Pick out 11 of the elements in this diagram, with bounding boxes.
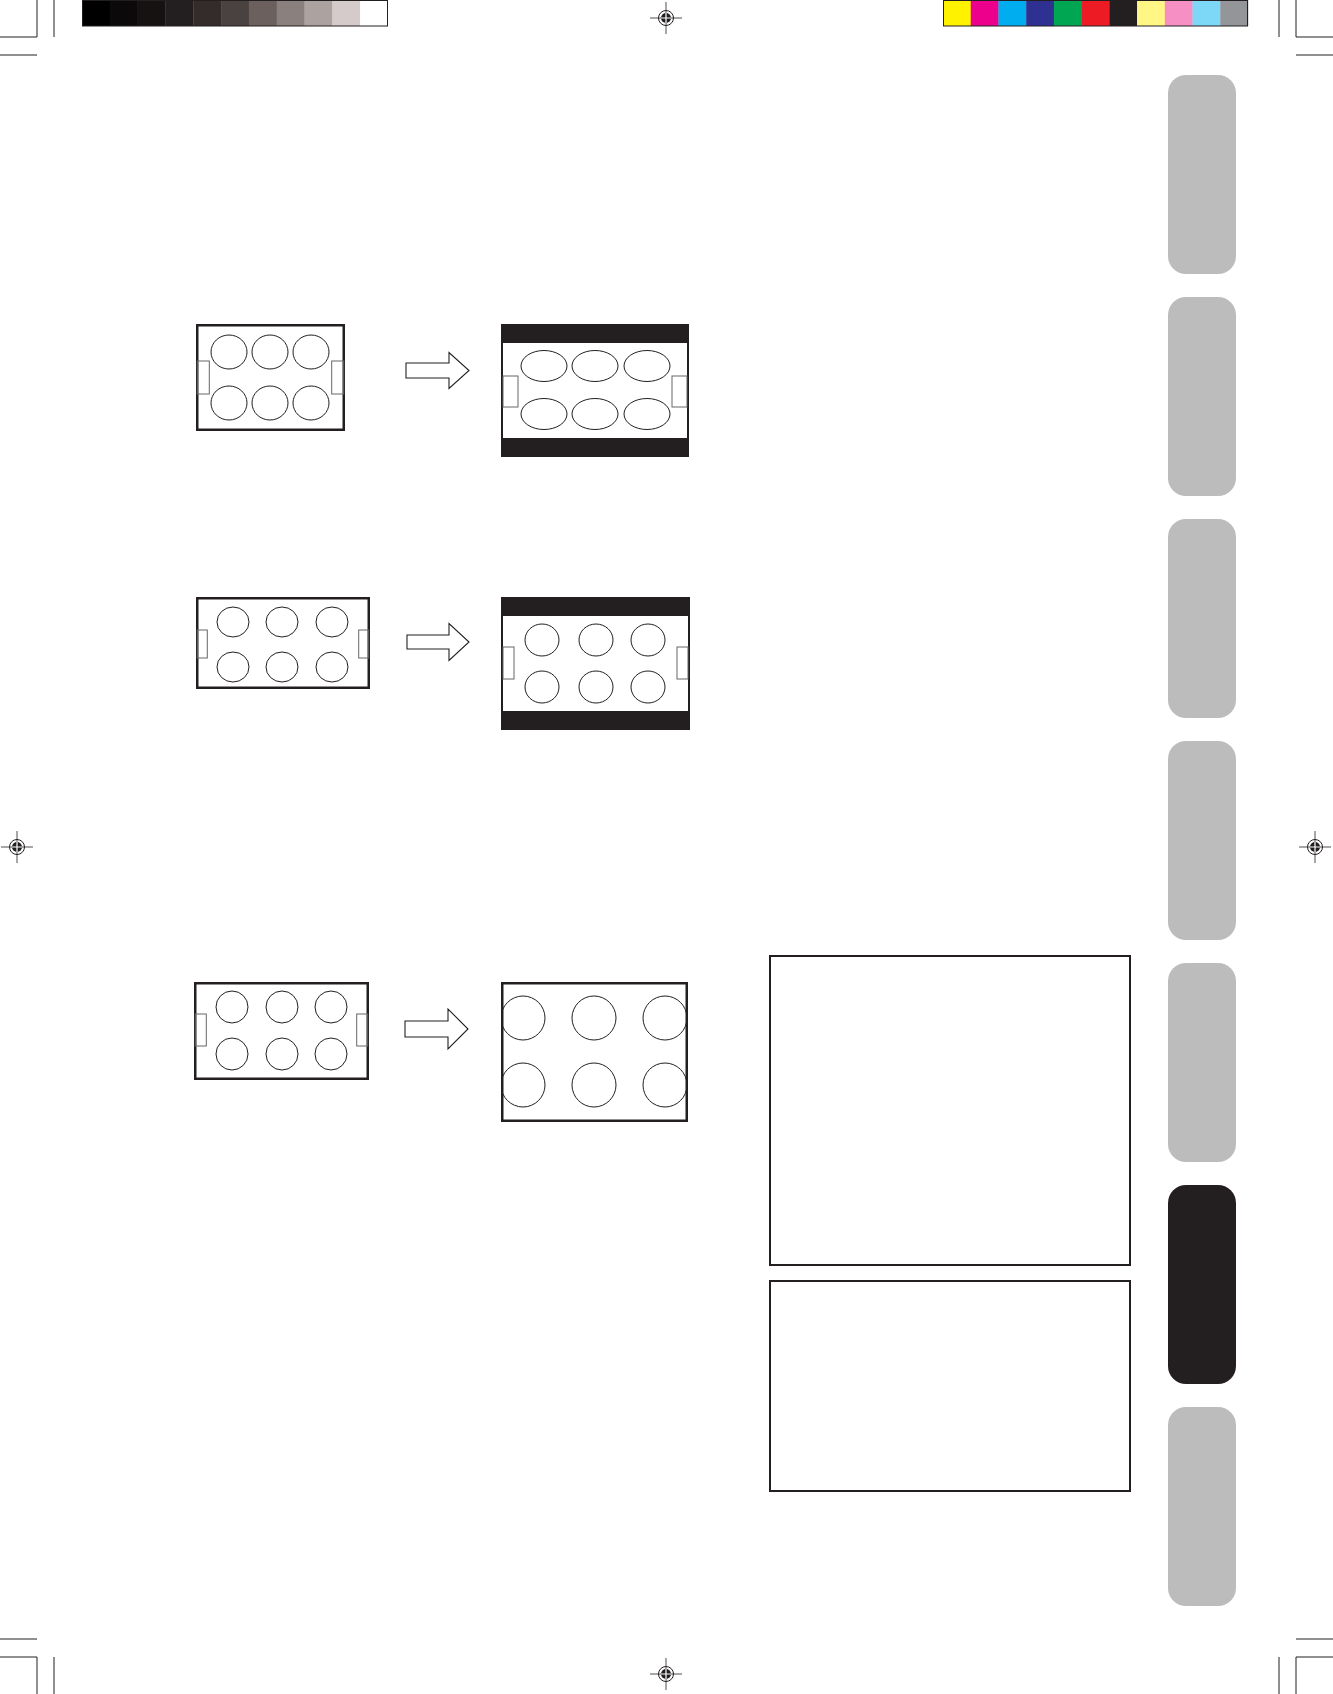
letterbox-screen-drawing	[501, 597, 690, 730]
screen-drawing	[501, 982, 688, 1122]
screen-drawing	[196, 324, 345, 431]
block-arrow	[404, 1007, 469, 1051]
empty-frame	[769, 955, 1131, 1266]
widescreen-drawing	[194, 982, 369, 1080]
block-arrow	[405, 351, 470, 390]
widescreen-drawing	[196, 597, 370, 689]
block-arrow	[406, 622, 470, 662]
empty-frame	[769, 1280, 1131, 1492]
letterbox-screen-drawing	[501, 324, 689, 457]
